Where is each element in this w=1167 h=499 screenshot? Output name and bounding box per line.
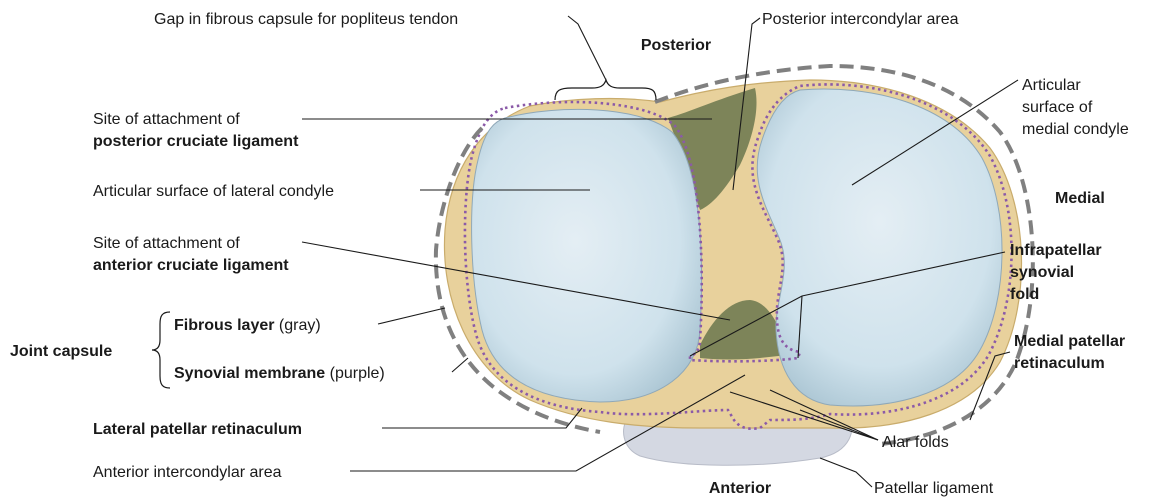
fibrous-layer-note: (gray) bbox=[274, 317, 320, 334]
medial-surface-label-2: surface of bbox=[1022, 99, 1093, 116]
medial-surface-label-3: medial condyle bbox=[1022, 121, 1129, 138]
lateral-articular-surface bbox=[472, 109, 702, 402]
medial-surface-label-1: Articular bbox=[1022, 77, 1081, 94]
joint-capsule-label: Joint capsule bbox=[10, 343, 112, 360]
medial-articular-surface bbox=[757, 89, 1002, 406]
leader-patellar-ligament bbox=[820, 458, 872, 487]
synovial-membrane-term: Synovial membrane bbox=[174, 365, 325, 382]
anterior-label: Anterior bbox=[709, 480, 771, 497]
leader-lateral-retinaculum bbox=[382, 408, 582, 428]
medial-label: Medial bbox=[1055, 190, 1105, 207]
acl-label-line1: Site of attachment of bbox=[93, 235, 240, 252]
leader-popliteus-gap bbox=[568, 16, 606, 80]
fibrous-layer-term: Fibrous layer bbox=[174, 317, 274, 334]
infrapatellar-label-3: fold bbox=[1010, 286, 1039, 303]
pcl-label-line1: Site of attachment of bbox=[93, 111, 240, 128]
patellar-ligament-label: Patellar ligament bbox=[874, 480, 994, 497]
joint-capsule-brace bbox=[152, 312, 170, 388]
medial-retinaculum-label-1: Medial patellar bbox=[1014, 333, 1125, 350]
synovial-membrane-label: Synovial membrane (purple) bbox=[174, 365, 385, 382]
acl-label-line2: anterior cruciate ligament bbox=[93, 257, 289, 274]
lateral-surface-label: Articular surface of lateral condyle bbox=[93, 183, 334, 200]
fibrous-layer-label: Fibrous layer (gray) bbox=[174, 317, 321, 334]
medial-retinaculum-label-2: retinaculum bbox=[1014, 355, 1105, 372]
posterior-intercondylar-label: Posterior intercondylar area bbox=[762, 11, 959, 28]
popliteus-gap-brace bbox=[555, 80, 656, 100]
popliteus-gap-label: Gap in fibrous capsule for popliteus ten… bbox=[154, 11, 458, 28]
infrapatellar-label-1: Infrapatellar bbox=[1010, 242, 1102, 259]
synovial-membrane-note: (purple) bbox=[325, 365, 385, 382]
leader-fibrous-layer bbox=[378, 308, 445, 324]
anterior-intercondylar-label: Anterior intercondylar area bbox=[93, 464, 282, 481]
leader-synovial-membrane bbox=[452, 358, 468, 372]
lateral-retinaculum-label: Lateral patellar retinaculum bbox=[93, 421, 302, 438]
pcl-label-line2: posterior cruciate ligament bbox=[93, 133, 299, 150]
infrapatellar-label-2: synovial bbox=[1010, 264, 1074, 281]
posterior-label: Posterior bbox=[641, 37, 711, 54]
alar-folds-label: Alar folds bbox=[882, 434, 949, 451]
